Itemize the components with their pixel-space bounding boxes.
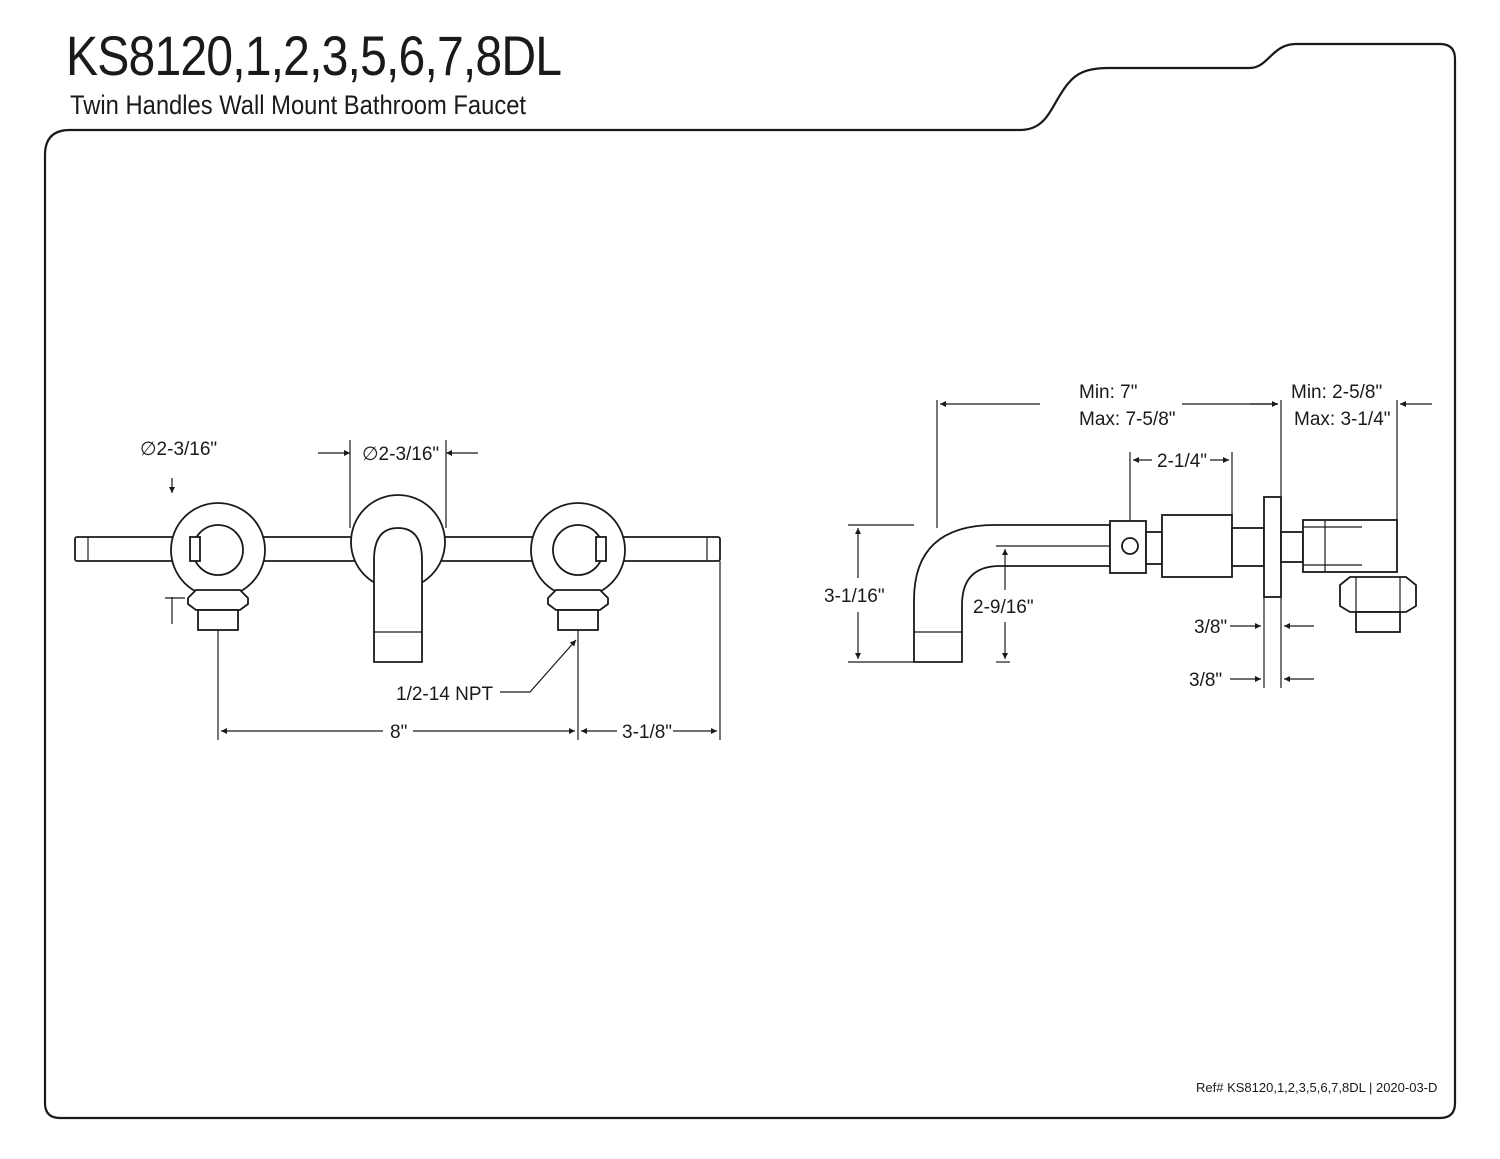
handle-diameter-label: ∅2-3/16" xyxy=(140,439,217,460)
spout-reach-min-label: Min: 7" xyxy=(1079,382,1137,403)
rough-in-valve xyxy=(1302,519,1398,573)
sheet-frame xyxy=(43,42,1457,1120)
front-view xyxy=(74,440,721,740)
page-subtitle: Twin Handles Wall Mount Bathroom Faucet xyxy=(70,90,527,120)
wall-depth-min-label: Min: 2-5/8" xyxy=(1291,382,1382,403)
side-spout xyxy=(913,524,1111,663)
flange-thickness-lower-label: 3/8" xyxy=(1189,670,1222,691)
spout xyxy=(373,527,423,663)
overhang-label: 3-1/8" xyxy=(622,722,672,743)
spacing-label: 8" xyxy=(390,722,407,743)
outlet-height-label: 2-9/16" xyxy=(973,597,1034,618)
thread-label: 1/2-14 NPT xyxy=(396,684,494,705)
reference-number: Ref# KS8120,1,2,3,5,6,7,8DL | 2020-03-D xyxy=(1196,1080,1438,1095)
spout-diameter-label: ∅2-3/16" xyxy=(362,444,439,465)
side-view xyxy=(848,400,1432,688)
spout-height-label: 3-1/16" xyxy=(824,586,885,607)
wall-depth-max-label: Max: 3-1/4" xyxy=(1294,409,1391,430)
page-title: KS8120,1,2,3,5,6,7,8DL xyxy=(66,24,562,87)
body-length-label: 2-1/4" xyxy=(1157,451,1207,472)
wall-flange xyxy=(1263,496,1282,598)
flange-thickness-upper-label: 3/8" xyxy=(1194,617,1227,638)
spout-reach-max-label: Max: 7-5/8" xyxy=(1079,409,1176,430)
valve-body xyxy=(1161,514,1233,578)
